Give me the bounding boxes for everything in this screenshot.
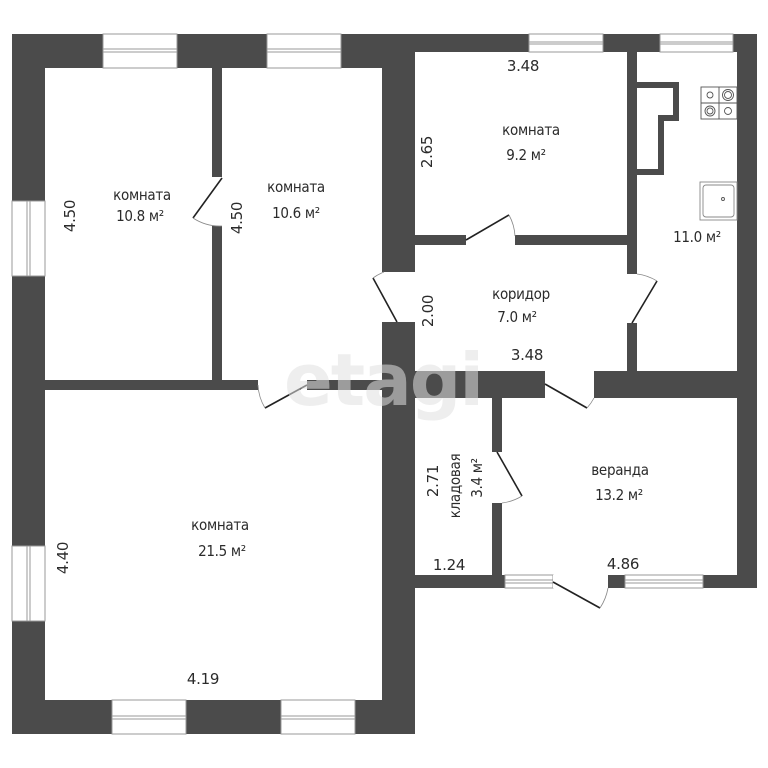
wall-left (12, 34, 45, 734)
door-storage (496, 451, 523, 504)
wall-room3-corridor-left (415, 235, 466, 245)
wall-kitchen-upper (627, 52, 637, 274)
living-room-area: 21.5 м² (198, 542, 246, 560)
window-top-2 (266, 33, 342, 69)
corridor-name: коридор (492, 285, 550, 303)
room-1-name: комната (113, 186, 171, 204)
room-2-name: комната (267, 178, 325, 196)
window-veranda-2 (624, 574, 704, 589)
window-top-1 (102, 33, 178, 69)
room-3-height: 2.65 (418, 135, 436, 169)
window-bottom-2 (280, 699, 356, 735)
wall-living-top-left (45, 380, 258, 390)
window-left-1 (11, 200, 46, 277)
windows (11, 33, 734, 735)
chimney-outline (637, 82, 679, 175)
wall-room3-corridor-right (515, 235, 637, 245)
window-left-2 (11, 545, 46, 622)
sink-icon (699, 181, 738, 221)
wall-corridor-bottom-left (415, 371, 545, 398)
storage-name: кладовая (446, 453, 464, 519)
watermark: etagi (284, 338, 482, 422)
veranda-name: веранда (591, 461, 649, 479)
wall-center-bottom (382, 322, 415, 734)
door-kitchen (631, 273, 658, 324)
corridor-area: 7.0 м² (497, 308, 537, 326)
window-top-3 (528, 33, 604, 53)
room-3-area: 9.2 м² (506, 146, 546, 164)
wall-storage-upper (492, 398, 502, 452)
wall-kitchen-lower (627, 323, 637, 371)
door-living-room (257, 384, 308, 409)
stove-icon (700, 86, 738, 120)
living-room-name: комната (191, 516, 249, 534)
window-bottom-1 (111, 699, 187, 735)
window-top-4 (659, 33, 734, 53)
room-1-dimension: 4.50 (61, 199, 79, 233)
doors (192, 177, 658, 609)
corridor-height: 2.00 (419, 294, 437, 328)
wall-storage-lower (492, 503, 502, 588)
room-2-dimension: 4.50 (228, 201, 246, 235)
storage-height: 2.71 (424, 464, 442, 498)
window-veranda-1 (504, 574, 554, 589)
kitchen-area: 11.0 м² (673, 228, 721, 246)
wall-living-top-right (307, 380, 382, 390)
wall-center-top (382, 34, 415, 272)
veranda-width: 4.86 (606, 555, 640, 573)
room-2-area: 10.6 м² (272, 204, 320, 222)
room-3-width: 3.48 (506, 57, 540, 75)
storage-area: 3.4 м² (468, 458, 486, 498)
wall-room1-room2-lower (212, 226, 222, 380)
door-corridor-left (372, 271, 398, 323)
veranda-area: 13.2 м² (595, 486, 643, 504)
veranda-entrance-gap (553, 575, 608, 588)
storage-width: 1.24 (432, 556, 466, 574)
room-3-name: комната (502, 121, 560, 139)
door-veranda-entrance (552, 581, 609, 609)
living-room-width: 4.19 (186, 670, 220, 688)
room-1-area: 10.8 м² (116, 207, 164, 225)
door-room3 (465, 214, 516, 241)
wall-corridor-bottom-right (594, 371, 757, 398)
door-room1-room2 (192, 177, 223, 227)
door-veranda-top (544, 383, 595, 409)
wall-right (737, 34, 757, 588)
living-room-height: 4.40 (54, 541, 72, 575)
corridor-width: 3.48 (510, 346, 544, 364)
wall-room1-room2-upper (212, 68, 222, 177)
